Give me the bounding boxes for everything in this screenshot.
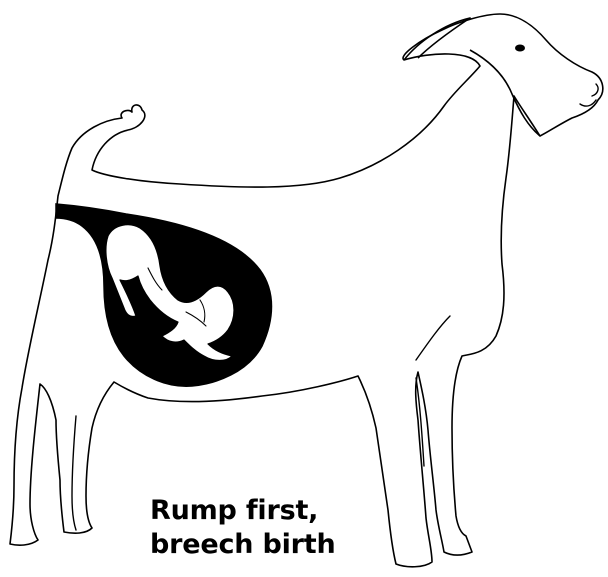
shoulder-line bbox=[416, 316, 450, 360]
diagram-caption: Rump first, breech birth bbox=[150, 494, 370, 562]
eye bbox=[515, 45, 525, 52]
caption-line-2: breech birth bbox=[150, 528, 370, 562]
caption-line-1: Rump first, bbox=[150, 494, 370, 528]
hind-leg-inner-line bbox=[72, 416, 76, 530]
ear-outline bbox=[470, 50, 540, 136]
